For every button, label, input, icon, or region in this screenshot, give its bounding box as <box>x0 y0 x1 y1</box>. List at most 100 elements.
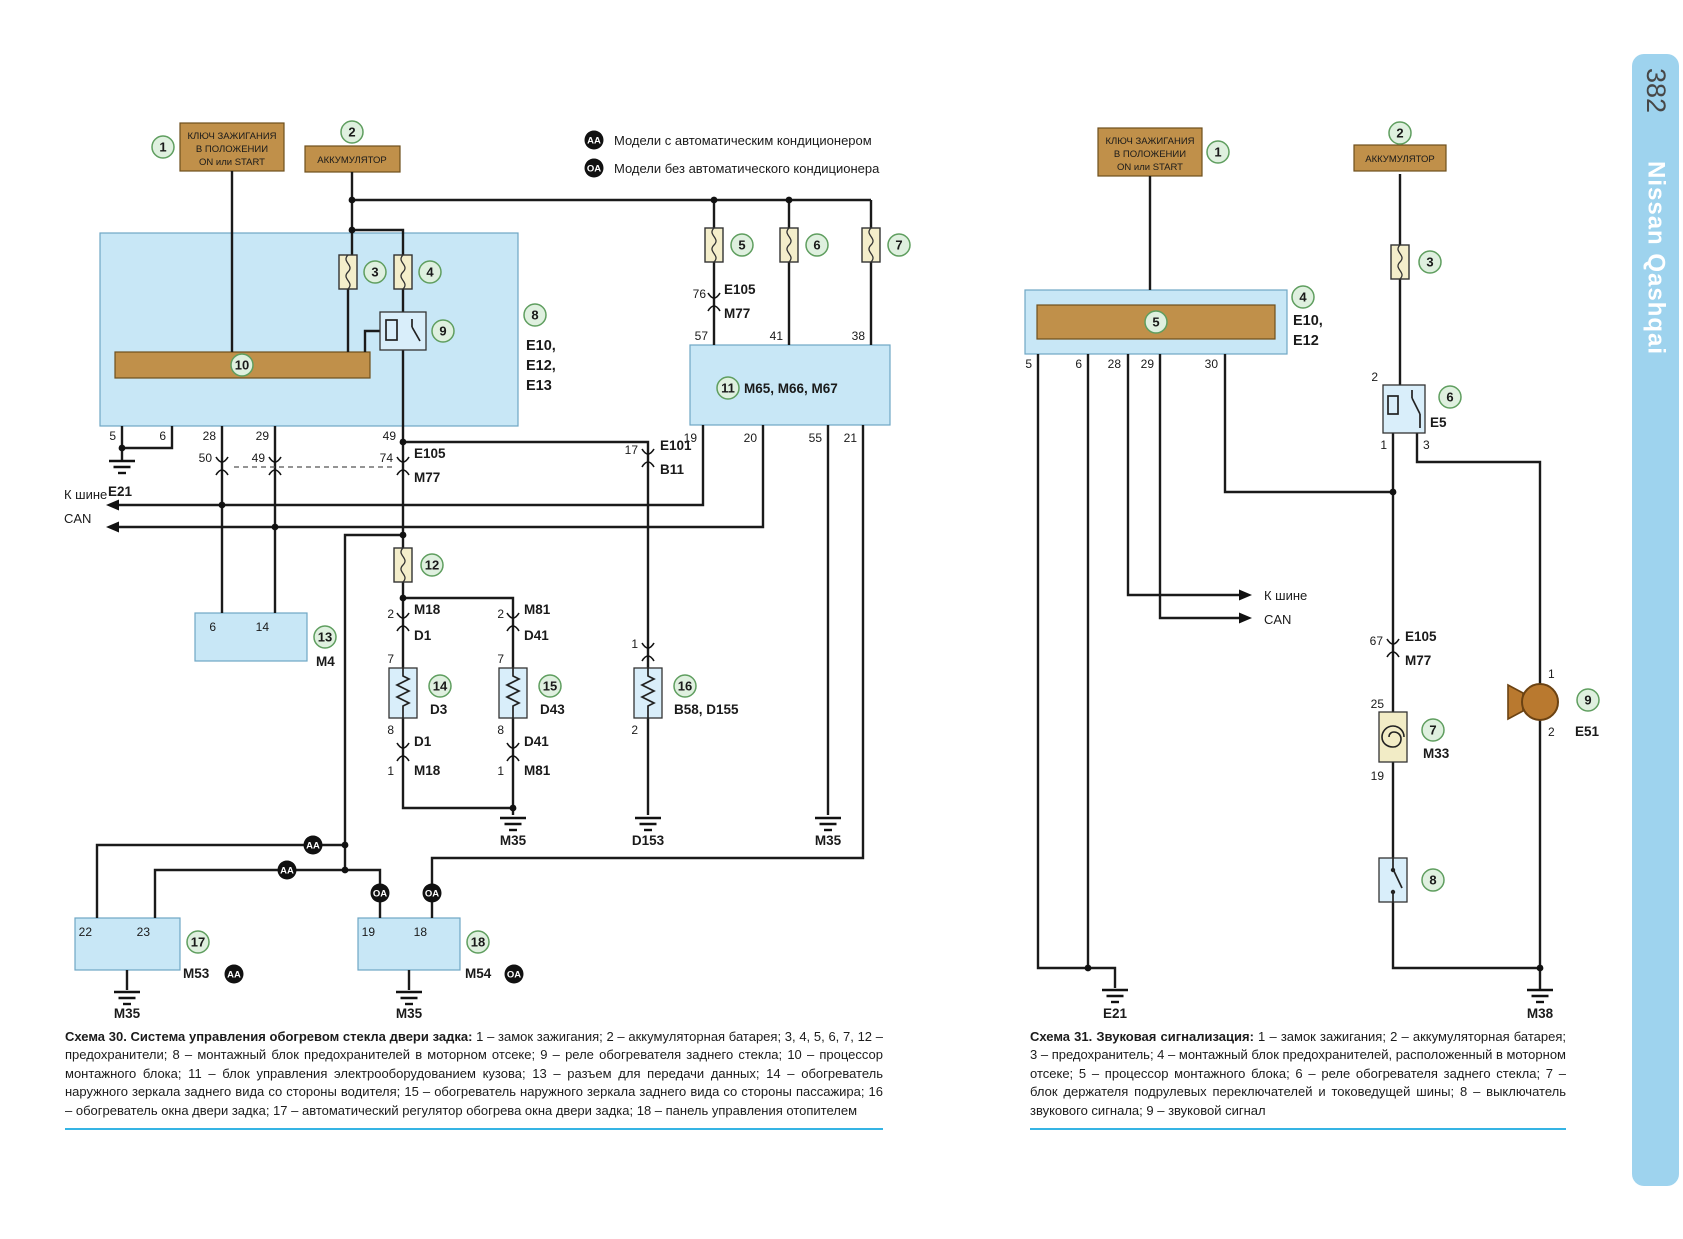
connector-code: E101 <box>660 438 692 453</box>
legend-oa-icon: OA <box>584 158 604 178</box>
item-circle-7: 7 <box>887 233 911 257</box>
caption-divider <box>65 1128 883 1131</box>
svg-text:1: 1 <box>159 140 166 155</box>
caption-schema-30-text: Схема 30. Система управления обогревом с… <box>65 1028 883 1120</box>
component-code: D3 <box>430 702 448 717</box>
ground-code: M35 <box>114 1006 141 1021</box>
pin-label: 18 <box>414 925 428 939</box>
heater-panel-18 <box>357 917 461 971</box>
fuse-icon <box>779 227 799 263</box>
ground-code: E21 <box>1103 1006 1128 1021</box>
variant-marker-aa: AA <box>303 835 323 855</box>
pin-label: 8 <box>387 723 394 737</box>
svg-text:OA: OA <box>425 889 439 900</box>
pin-label: 5 <box>1025 357 1032 371</box>
pin-label: 49 <box>383 429 397 443</box>
item-circle-1: 1 <box>1206 140 1230 164</box>
pin-label: 2 <box>1371 370 1378 384</box>
clockspring-7 <box>1378 711 1408 763</box>
ground-icon <box>813 816 843 832</box>
item-circle-7: 7 <box>1421 718 1445 742</box>
legend-aa-text: Модели с автоматическим кондиционером <box>614 133 872 148</box>
junction-dot <box>1389 488 1397 496</box>
item-circle-14: 14 <box>428 674 452 698</box>
pin-label: 7 <box>497 652 504 666</box>
svg-text:8: 8 <box>531 308 538 323</box>
variant-marker-aa: AA <box>224 964 244 984</box>
item-circle-4: 4 <box>418 260 442 284</box>
svg-text:14: 14 <box>433 679 448 694</box>
pin-label: 1 <box>1548 667 1555 681</box>
item-circle-15: 15 <box>538 674 562 698</box>
connector-code: D1 <box>414 734 432 749</box>
component-code: E51 <box>1575 724 1600 739</box>
component-code: D43 <box>540 702 565 717</box>
item-circle-17: 17 <box>186 930 210 954</box>
item-circle-16: 16 <box>673 674 697 698</box>
pin-label: 8 <box>497 723 504 737</box>
svg-text:5: 5 <box>1152 315 1159 330</box>
svg-text:7: 7 <box>1429 723 1436 738</box>
pin-label: 17 <box>625 443 639 457</box>
caption-schema-30-title: Схема 30. Система управления обогревом с… <box>65 1029 473 1044</box>
pin-label: 21 <box>844 431 858 445</box>
schema-31: 1 2 3 4 5 6 7 8 9 КЛЮЧ ЗАЖИГАНИЯ В ПОЛОЖ… <box>1024 121 1600 1021</box>
pin-label: 1 <box>1380 438 1387 452</box>
fuse-icon <box>861 227 881 263</box>
ground-code: E21 <box>108 484 133 499</box>
ignition-key-label: ON или START <box>199 157 265 168</box>
item-circle-18: 18 <box>466 930 490 954</box>
svg-text:OA: OA <box>507 970 521 981</box>
pin-label: 3 <box>1423 438 1430 452</box>
ground-code: M35 <box>396 1006 423 1021</box>
junction-dot <box>348 226 356 234</box>
pin-label: 49 <box>252 451 266 465</box>
junction-dot <box>785 196 793 204</box>
can-arrow-icon <box>106 499 119 511</box>
pin-label: 38 <box>852 329 866 343</box>
ground-icon <box>107 459 137 475</box>
pin-label: 29 <box>1141 357 1155 371</box>
horn-switch-8 <box>1378 857 1408 903</box>
svg-text:AA: AA <box>306 841 320 852</box>
ignition-key-label: КЛЮЧ ЗАЖИГАНИЯ <box>187 131 276 142</box>
ground-icon <box>1525 988 1555 1004</box>
item-circle-1: 1 <box>151 135 175 159</box>
pin-label: 2 <box>1548 725 1555 739</box>
can-bus-label: CAN <box>64 511 91 526</box>
svg-text:3: 3 <box>1426 255 1433 270</box>
component-code: M4 <box>316 654 335 669</box>
block-11-code: М65, М66, М67 <box>744 381 838 396</box>
data-connector-13 <box>194 612 308 662</box>
mirror-heater-driver-14 <box>388 667 418 719</box>
svg-text:3: 3 <box>371 265 378 280</box>
battery-box <box>1353 144 1447 172</box>
junction-dot <box>218 501 226 509</box>
svg-text:AA: AA <box>227 970 241 981</box>
svg-text:4: 4 <box>426 265 434 280</box>
component-code: E10, <box>526 338 556 354</box>
horn-relay-6 <box>1382 384 1426 434</box>
caption-schema-31-body: 1 – замок зажигания; 2 – аккумуляторная … <box>1030 1029 1566 1118</box>
relay-9 <box>379 311 427 351</box>
caption-schema-31: Схема 31. Звуковая сигнализация: 1 – зам… <box>1030 1028 1566 1131</box>
pin-label: 6 <box>209 620 216 634</box>
junction-dot <box>1536 964 1544 972</box>
pin-label: 23 <box>137 925 151 939</box>
pin-label: 25 <box>1371 697 1385 711</box>
connector-code: M77 <box>414 470 440 485</box>
battery-label: АККУМУЛЯТОР <box>1365 154 1434 165</box>
junction-dot <box>118 444 126 452</box>
svg-text:15: 15 <box>543 679 557 694</box>
svg-text:13: 13 <box>318 630 332 645</box>
ground-icon <box>394 990 424 1006</box>
component-code: M53 <box>183 966 210 981</box>
pin-label: 29 <box>256 429 270 443</box>
ground-icon <box>498 816 528 832</box>
connector-code: D41 <box>524 734 549 749</box>
s30-wires <box>95 171 873 990</box>
svg-text:2: 2 <box>1396 126 1403 141</box>
legend-aa-icon: AA <box>584 130 604 150</box>
item-circle-3: 3 <box>363 260 387 284</box>
